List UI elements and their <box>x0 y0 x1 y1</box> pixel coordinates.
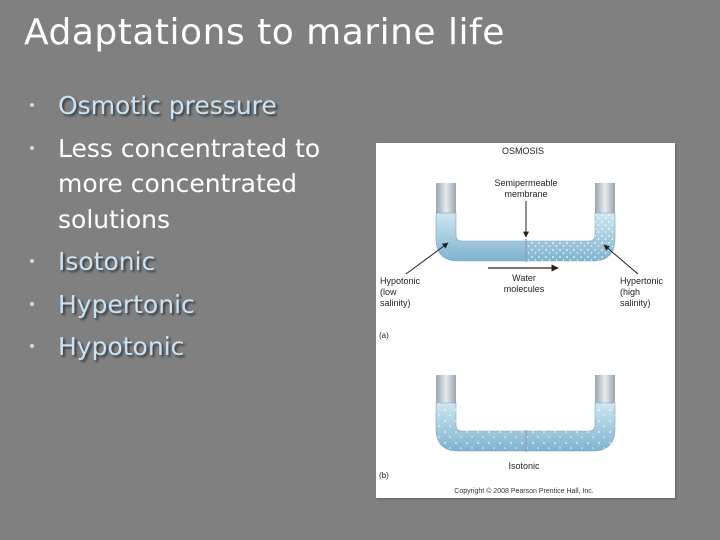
bullet-dot <box>30 145 34 150</box>
water-label-line1: Water <box>512 273 536 283</box>
hypotonic-arrow <box>405 242 449 275</box>
hypertonic-label-line1: Hypertonic <box>620 276 664 286</box>
bullet-text: Hypotonic <box>58 332 185 361</box>
membrane-label-line1: Semipermeable <box>494 178 557 188</box>
slide-title: Adaptations to marine life <box>24 12 505 53</box>
tube-b <box>435 375 616 452</box>
osmosis-diagram: OSMOSIS Semipermeable membrane Water mol… <box>379 146 664 495</box>
water-label-line2: molecules <box>504 284 545 294</box>
hypotonic-label-line2: (low <box>380 287 397 297</box>
copyright-text: Copyright © 2008 Pearson Prentice Hall, … <box>454 487 593 495</box>
bullet-isotonic: Isotonic <box>22 244 352 280</box>
bullet-dot <box>30 301 34 306</box>
hypotonic-label-line1: Hypotonic <box>380 276 421 286</box>
bullet-dot <box>30 103 34 107</box>
bullet-text: Hypertonic <box>58 289 195 319</box>
hypertonic-label-line3: salinity) <box>620 298 651 308</box>
tube-a <box>435 183 616 262</box>
bullet-text: Osmotic pressure <box>58 91 277 120</box>
hypertonic-label-line2: (high <box>620 287 640 297</box>
osmosis-figure: OSMOSIS Semipermeable membrane Water mol… <box>376 143 675 498</box>
bullet-osmotic-pressure: Osmotic pressure <box>22 88 352 124</box>
bullet-text: Isotonic <box>58 247 156 276</box>
panel-a-label: (a) <box>379 331 389 340</box>
bullet-hypertonic: Hypertonic <box>22 287 352 323</box>
bullet-hypotonic: Hypotonic <box>22 329 352 365</box>
figure-heading: OSMOSIS <box>502 146 544 156</box>
hypertonic-arrow <box>603 244 639 275</box>
bullet-text: Less concentrated to more concentrated s… <box>58 133 321 234</box>
bullet-dot <box>30 344 34 348</box>
bullet-less-concentrated: Less concentrated to more concentrated s… <box>22 131 352 238</box>
bullet-dot <box>30 259 34 263</box>
bullet-list: Osmotic pressure Less concentrated to mo… <box>22 88 352 372</box>
isotonic-label: Isotonic <box>508 461 540 471</box>
hypotonic-label-line3: salinity) <box>380 298 411 308</box>
membrane-label-line2: membrane <box>504 189 547 199</box>
panel-b-label: (b) <box>379 471 389 480</box>
